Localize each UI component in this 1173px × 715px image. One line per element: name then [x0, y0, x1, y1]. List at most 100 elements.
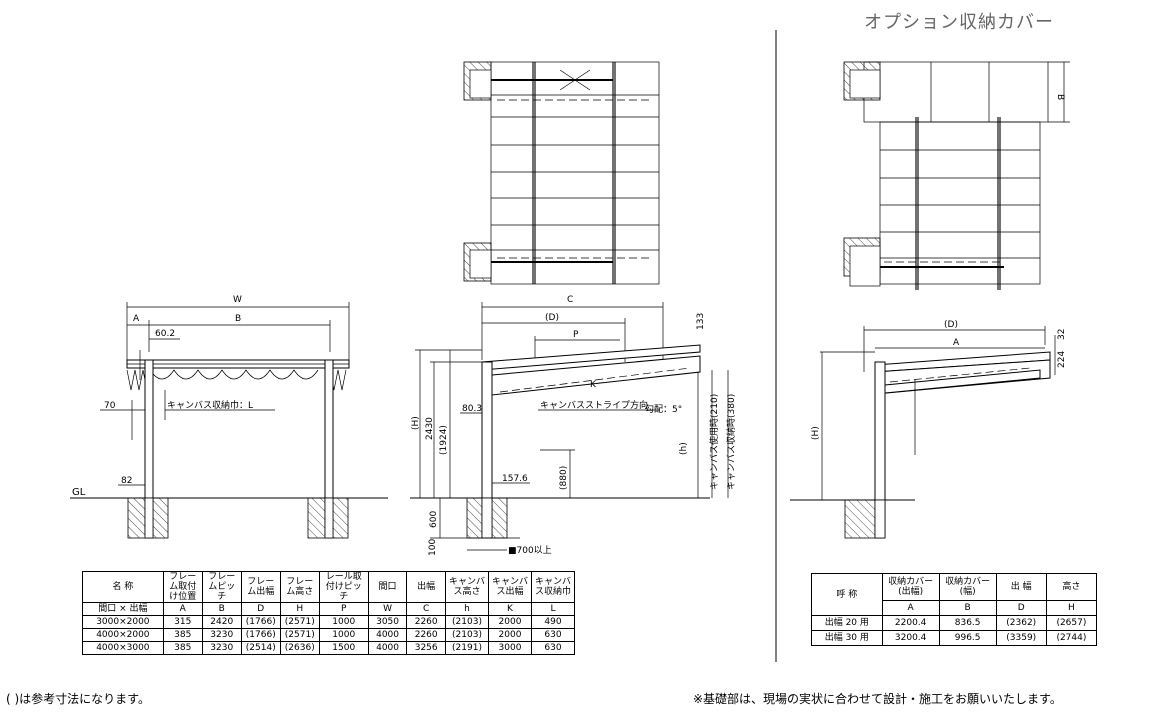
table-header-cell: 呼 称: [811, 573, 883, 616]
table-header-cell: フレーム出幅: [240, 571, 281, 603]
table-row: 4000×2000 385 3230 (1766) (2571) 1000 40…: [82, 628, 575, 642]
dim-1924: (1924): [439, 425, 449, 455]
table-cell: 4000: [367, 641, 408, 655]
table-header-cell: L: [531, 602, 575, 616]
table-cell: 836.5: [938, 615, 997, 631]
table-cell: (2571): [279, 615, 320, 629]
table-header-row: 間口 × 出幅 A B D H P W C h K L: [82, 602, 575, 616]
table-cell: 1500: [318, 641, 369, 655]
table-header-cell: H: [1045, 600, 1098, 616]
table-cell: (1766): [240, 615, 281, 629]
canvas-use-label: キャンバス使用時(210): [708, 394, 720, 490]
table-cell: 996.5: [938, 630, 997, 646]
table-cell: (2636): [279, 641, 320, 655]
table-header-cell: 出 幅: [995, 573, 1047, 601]
table-cell: (2657): [1045, 615, 1098, 631]
table-cell: (2191): [445, 641, 489, 655]
table-header-cell: キャンバス高さ: [445, 571, 489, 603]
table-header-cell: B: [201, 602, 242, 616]
table-header-cell: 名 称: [82, 571, 164, 603]
front-elevation: W A B 60.2 70 キャンバス収納巾：L 82 GL: [70, 295, 388, 539]
foundation-note: ※基礎部は、現場の実状に合わせて設計・施工をお願いいたします。: [693, 692, 1062, 706]
table-cell: 2000: [488, 628, 532, 642]
table-header-cell: 収納カバー(出幅): [881, 573, 940, 601]
table-header-cell: D: [995, 600, 1047, 616]
table-cell: 1000: [318, 628, 369, 642]
table-cell: (1766): [240, 628, 281, 642]
table-cell: (2362): [995, 615, 1047, 631]
dim-700: ■700以上: [508, 545, 552, 556]
dim-60-2: 60.2: [155, 329, 175, 339]
table-header-cell: D: [240, 602, 281, 616]
canvas-width-label: キャンバス収納巾：L: [167, 399, 253, 411]
table-row: 4000×3000 385 3230 (2514) (2636) 1500 40…: [82, 641, 575, 655]
table-header-cell: 間口: [367, 571, 408, 603]
table-cell: (2103): [445, 615, 489, 629]
dim-H-paren: (H): [411, 416, 421, 430]
table-cell: 490: [531, 615, 575, 629]
table-header-cell: h: [445, 602, 489, 616]
table-header-cell: フレーム取付け位置: [162, 571, 203, 603]
table-header-cell: A: [881, 600, 940, 616]
table-cell: 4000×2000: [82, 628, 164, 642]
slope-label: 勾配：5°: [645, 403, 682, 415]
dim-2430: 2430: [425, 417, 435, 440]
table-cell: 2260: [406, 615, 446, 629]
side-elevation: C (D) P K キャンバスストライプ方向 勾配：5° (H) 2430 (1…: [410, 295, 737, 556]
dim-C: C: [567, 295, 573, 305]
table-cell: 3050: [367, 615, 408, 629]
table-cell: 3256: [406, 641, 446, 655]
table-header-cell: C: [406, 602, 446, 616]
table-cell: (2571): [279, 628, 320, 642]
spec-table-main: 名 称 フレーム取付け位置 フレームピッチ フレーム出幅 フレーム高さ レール取…: [82, 571, 575, 655]
table-header-cell: フレームピッチ: [201, 571, 242, 603]
table-row: 3000×2000 315 2420 (1766) (2571) 1000 30…: [82, 615, 575, 629]
dim-600: 600: [429, 511, 439, 528]
table-cell: 385: [162, 641, 203, 655]
table-header-cell: P: [318, 602, 369, 616]
table-header-cell: キャンバス出幅: [488, 571, 532, 603]
top-view-plan: [463, 61, 660, 285]
table-cell: 630: [531, 628, 575, 642]
table-cell: (2103): [445, 628, 489, 642]
dim-B: B: [235, 314, 241, 324]
table-cell: (2744): [1045, 630, 1098, 646]
dim-80-3: 80.3: [462, 404, 482, 414]
table-header-cell: H: [279, 602, 320, 616]
dim-K: K: [590, 380, 597, 390]
dim-P: P: [573, 330, 579, 340]
table-cell: 出幅 20 用: [811, 615, 883, 631]
table-cell: 出幅 30 用: [811, 630, 883, 646]
table-header-cell: 間口 × 出幅: [82, 602, 164, 616]
ground-level-label: GL: [72, 487, 86, 498]
stripe-direction-label: キャンバスストライプ方向: [540, 399, 648, 411]
table-cell: 2000: [488, 615, 532, 629]
dim-A: A: [133, 314, 140, 324]
table-cell: (2514): [240, 641, 281, 655]
table-header-row: 名 称 フレーム取付け位置 フレームピッチ フレーム出幅 フレーム高さ レール取…: [82, 571, 575, 603]
table-cell: 630: [531, 641, 575, 655]
spec-table-cover: 呼 称 収納カバー(出幅) 収納カバー(幅) 出 幅 高さ A B D H 出幅…: [811, 573, 1098, 646]
dim-70: 70: [104, 401, 116, 411]
dim-B-right: B: [1055, 94, 1065, 100]
dim-133: 133: [696, 313, 706, 330]
table-header-row: 呼 称 収納カバー(出幅) 収納カバー(幅) 出 幅 高さ: [811, 573, 1098, 616]
table-cell: 2200.4: [881, 615, 940, 631]
table-header-cell: B: [938, 600, 997, 616]
canvas-store-label: キャンバス収納時(380): [725, 394, 737, 490]
table-cell: (3359): [995, 630, 1047, 646]
table-cell: 2420: [201, 615, 242, 629]
table-header-cell: W: [367, 602, 408, 616]
dim-h-paren: (h): [679, 442, 689, 455]
table-cell: 3230: [201, 641, 242, 655]
table-cell: 3230: [201, 628, 242, 642]
page-title: オプション収納カバー: [864, 12, 1054, 33]
table-cell: 3000: [488, 641, 532, 655]
table-header-cell: A: [162, 602, 203, 616]
table-header-cell: 収納カバー(幅): [938, 573, 997, 601]
table-header-cell: フレーム高さ: [279, 571, 320, 603]
table-cell: 3000×2000: [82, 615, 164, 629]
table-header-row: A B D H: [812, 600, 1098, 616]
table-cell: 385: [162, 628, 203, 642]
